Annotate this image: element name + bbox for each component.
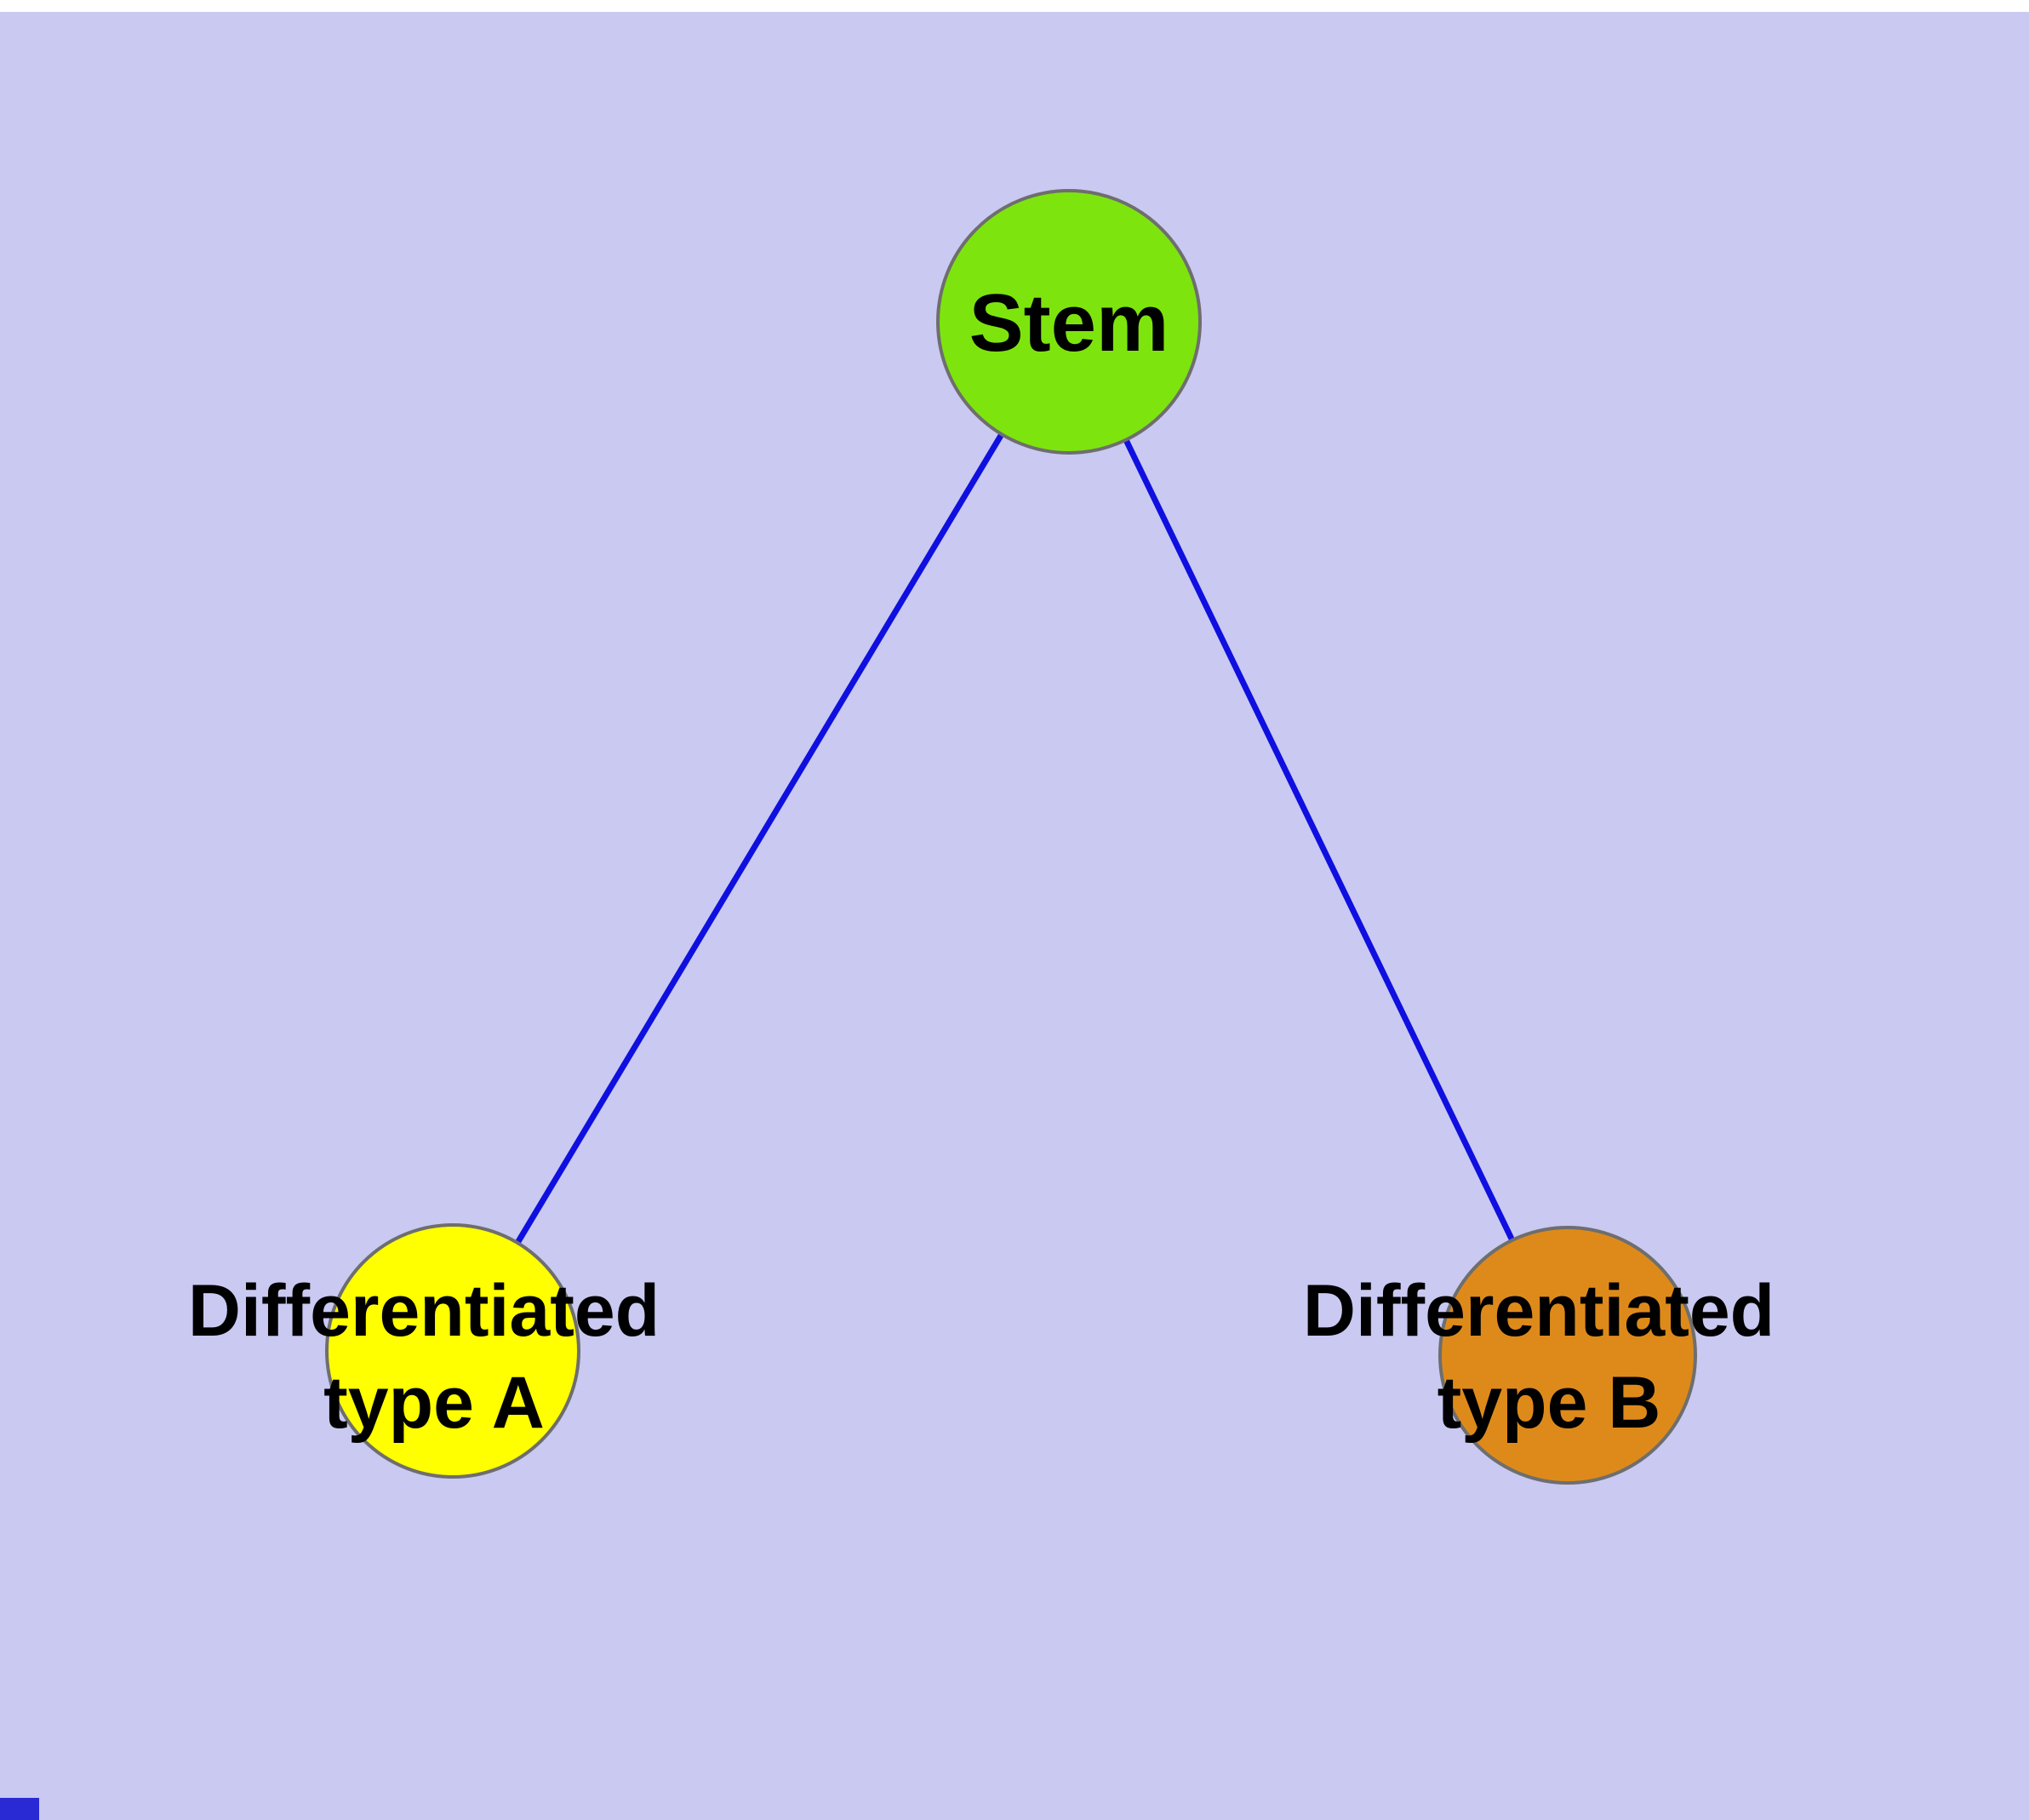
stem-node-label: Stem — [969, 278, 1169, 369]
corner-artifact — [0, 1798, 39, 1820]
differentiated-type-a-label: Differentiated type A — [188, 1270, 680, 1444]
edge-stem-to-type-b — [1066, 320, 1571, 1357]
differentiated-type-b-label-line2: type B — [1437, 1362, 1661, 1444]
stem-node-circle — [936, 189, 1202, 455]
node-stem: Stem — [936, 189, 1202, 455]
differentiated-type-a-circle — [325, 1223, 580, 1479]
differentiated-type-a-label-line1: Differentiated — [188, 1270, 660, 1352]
top-strip — [0, 0, 2029, 12]
differentiated-type-b-label-line1: Differentiated — [1303, 1270, 1775, 1352]
differentiated-type-b-label: Differentiated type B — [1303, 1270, 1795, 1444]
edge-stem-to-type-a — [449, 320, 1072, 1353]
node-differentiated-type-a: Differentiated type A — [188, 1223, 680, 1479]
differentiated-type-b-circle — [1438, 1226, 1697, 1485]
differentiated-type-a-label-line2: type A — [323, 1362, 545, 1444]
node-differentiated-type-b: Differentiated type B — [1303, 1226, 1795, 1485]
